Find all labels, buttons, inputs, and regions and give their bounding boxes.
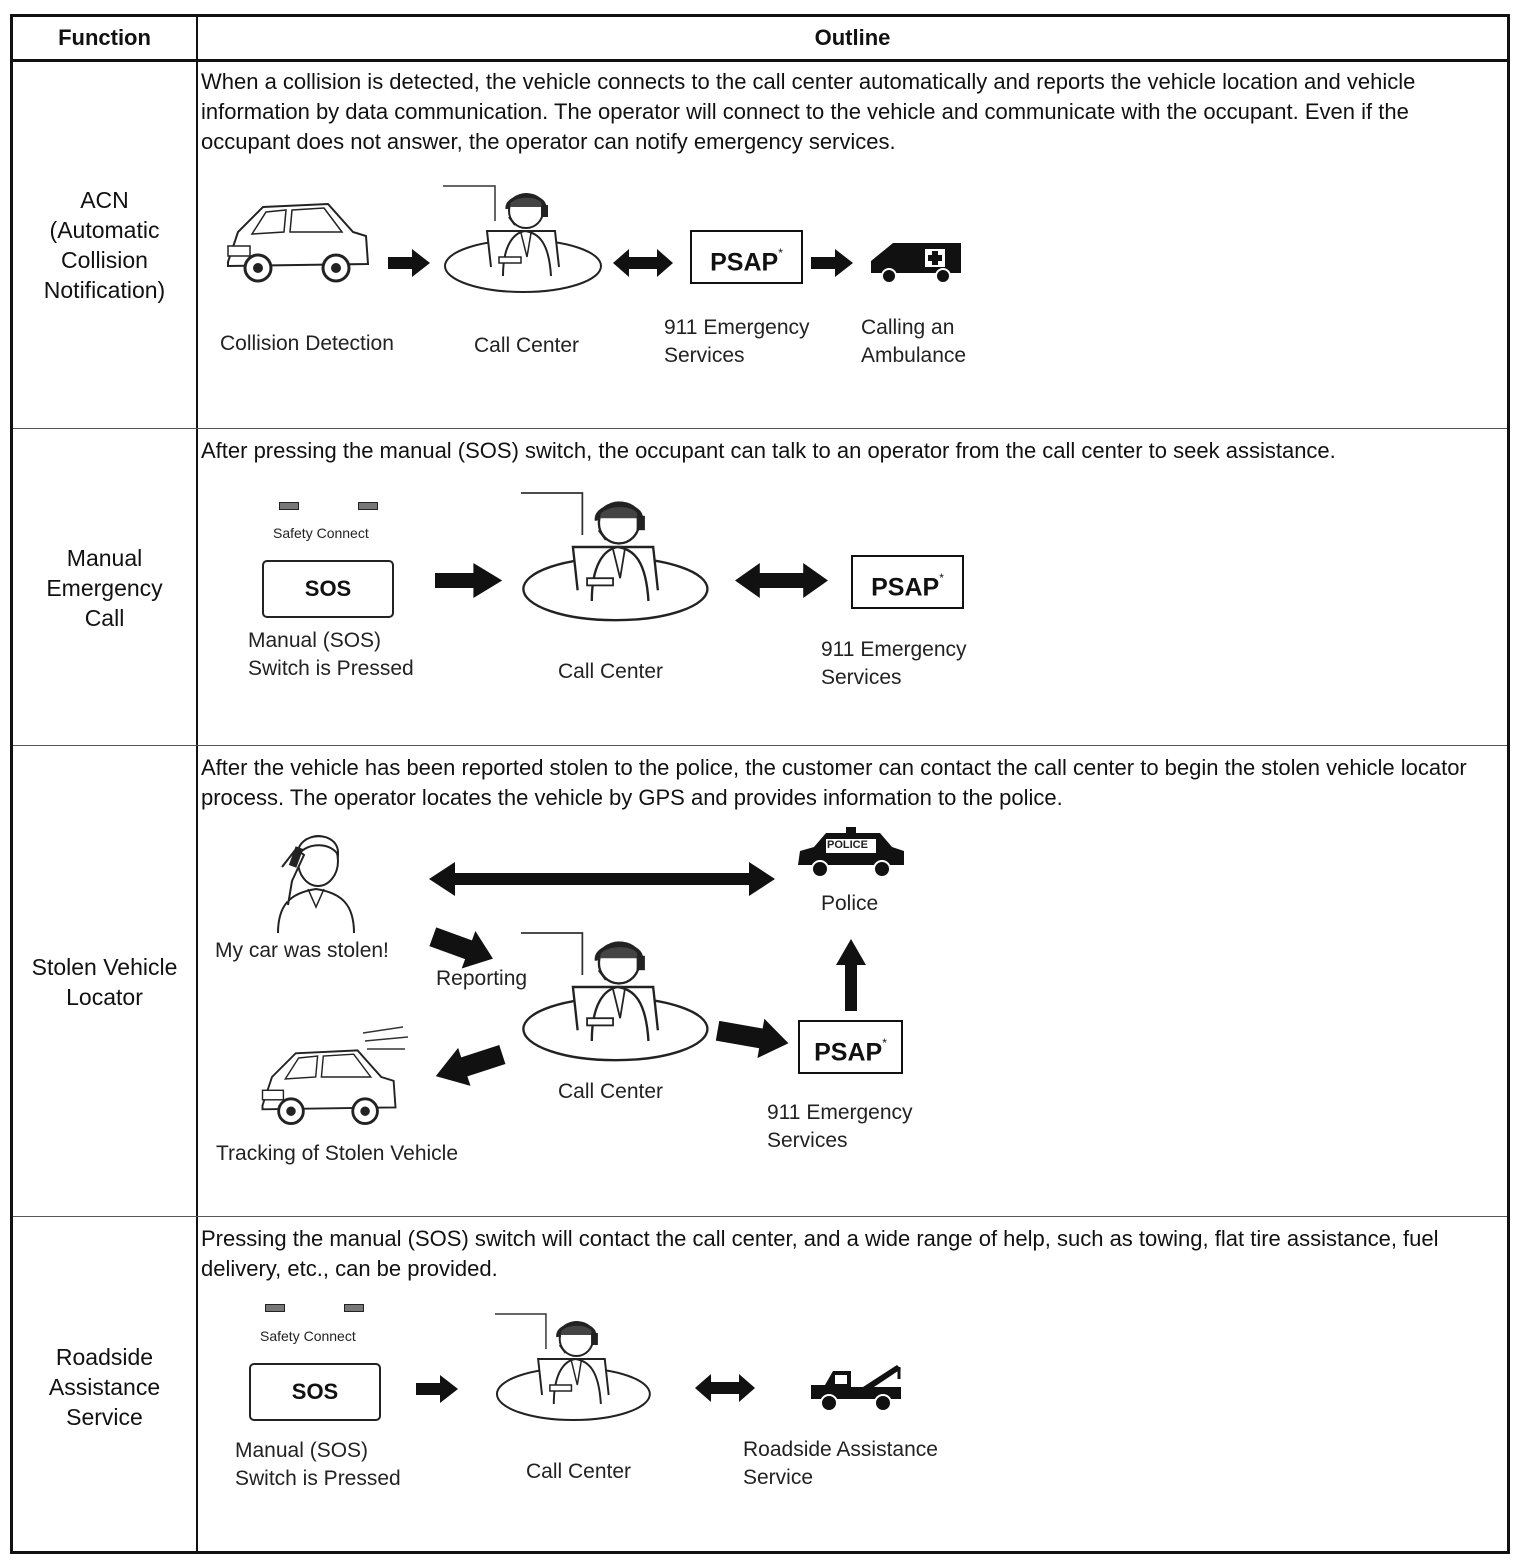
label-roadside-line1: Roadside Assistance — [743, 1438, 938, 1461]
function-line: Call — [84, 605, 125, 631]
arrow-right-icon — [388, 249, 430, 277]
function-line: ACN — [80, 187, 129, 213]
row-divider — [13, 428, 1507, 429]
label-911-line1: 911 Emergency — [664, 316, 810, 339]
label-911-line2: Services — [821, 666, 902, 689]
row-divider — [13, 1216, 1507, 1217]
arrow-up-icon — [836, 939, 866, 1011]
arrow-bidirectional-icon — [429, 862, 775, 896]
arrow-right-icon — [715, 1018, 789, 1059]
psap-box: PSAP* — [690, 230, 803, 284]
ambulance-icon — [871, 243, 961, 284]
psap-asterisk: * — [882, 1036, 887, 1050]
arrow-left-icon — [435, 1044, 506, 1086]
police-car-text: POLICE — [827, 839, 868, 851]
label-police: Police — [821, 892, 879, 915]
operator-icon — [519, 491, 710, 623]
function-line: (Automatic — [49, 217, 160, 243]
label-911-line1: 911 Emergency — [767, 1101, 913, 1124]
person-on-phone-icon — [277, 835, 355, 934]
function-line: Service — [66, 1404, 143, 1430]
label-call-center: Call Center — [526, 1460, 632, 1483]
acn-description: When a collision is detected, the vehicl… — [201, 69, 1416, 154]
operator-icon — [519, 931, 710, 1062]
tow-truck-icon — [811, 1365, 901, 1412]
label-911-line2: Services — [767, 1129, 848, 1152]
label-call-center: Call Center — [558, 1080, 664, 1103]
header-function: Function — [58, 25, 151, 50]
label-roadside-line2: Service — [743, 1466, 814, 1489]
arrow-bidirectional-icon — [613, 249, 673, 277]
label-ambulance-line1: Calling an — [861, 316, 955, 339]
label-switch-line2: Switch is Pressed — [248, 657, 414, 680]
function-line: Assistance — [48, 1374, 161, 1400]
label-911-line1: 911 Emergency — [821, 638, 967, 661]
safety-connect-label: Safety Connect — [273, 525, 369, 541]
psap-label: PSAP — [871, 573, 940, 602]
label-stolen: My car was stolen! — [215, 939, 389, 962]
indicator-led — [344, 1304, 364, 1312]
function-roadside-assistance: Roadside Assistance Service — [13, 1342, 196, 1432]
arrow-bidirectional-icon — [695, 1374, 755, 1402]
sos-switch: SOS — [249, 1363, 381, 1421]
label-switch-line2: Switch is Pressed — [235, 1467, 401, 1490]
arrow-right-icon — [811, 249, 853, 277]
safety-connect-label: Safety Connect — [260, 1328, 356, 1344]
arrow-right-icon — [435, 563, 503, 598]
label-911-line2: Services — [664, 344, 745, 367]
function-line: Manual — [66, 545, 143, 571]
indicator-led — [279, 502, 299, 510]
row-divider — [13, 745, 1507, 746]
sos-switch: SOS — [262, 560, 394, 618]
label-call-center: Call Center — [558, 660, 664, 683]
police-car-icon — [798, 827, 904, 878]
header-divider — [13, 59, 1507, 62]
psap-label: PSAP — [814, 1038, 883, 1067]
psap-asterisk: * — [939, 571, 944, 585]
function-manual-emergency-call: Manual Emergency Call — [13, 543, 196, 633]
psap-asterisk: * — [778, 246, 783, 260]
psap-label: PSAP — [710, 248, 779, 277]
function-line: Collision — [61, 247, 148, 273]
operator-icon — [441, 184, 603, 294]
label-collision: Collision Detection — [220, 332, 394, 355]
psap-box: PSAP* — [798, 1020, 903, 1074]
label-reporting: Reporting — [436, 967, 528, 990]
label-ambulance-line2: Ambulance — [861, 344, 967, 367]
car-crash-icon — [226, 202, 370, 283]
indicator-led — [358, 502, 378, 510]
roadside-description: Pressing the manual (SOS) switch will co… — [201, 1226, 1439, 1281]
function-line: Notification) — [43, 277, 166, 303]
function-line: Locator — [66, 984, 143, 1010]
function-stolen-vehicle-locator: Stolen Vehicle Locator — [13, 952, 196, 1012]
stolen-vehicle-description: After the vehicle has been reported stol… — [201, 755, 1467, 810]
label-call-center: Call Center — [474, 334, 580, 357]
stolen-car-icon — [261, 1026, 409, 1125]
function-line: Stolen Vehicle — [31, 954, 178, 980]
psap-box: PSAP* — [851, 555, 964, 609]
label-tracking: Tracking of Stolen Vehicle — [216, 1142, 459, 1165]
function-outline-table: Function Outline ACN (Automatic Collisio… — [10, 14, 1510, 1554]
label-switch-line1: Manual (SOS) — [235, 1439, 369, 1462]
function-acn: ACN (Automatic Collision Notification) — [13, 185, 196, 305]
indicator-led — [265, 1304, 285, 1312]
label-switch-line1: Manual (SOS) — [248, 629, 382, 652]
operator-icon — [493, 1312, 652, 1422]
arrow-right-down-icon — [429, 927, 493, 969]
arrow-right-icon — [416, 1375, 458, 1403]
manual-call-description: After pressing the manual (SOS) switch, … — [201, 438, 1336, 463]
function-line: Emergency — [46, 575, 163, 601]
column-divider — [196, 17, 198, 1551]
function-line: Roadside — [55, 1344, 154, 1370]
arrow-bidirectional-icon — [735, 563, 828, 598]
header-outline: Outline — [814, 25, 891, 50]
